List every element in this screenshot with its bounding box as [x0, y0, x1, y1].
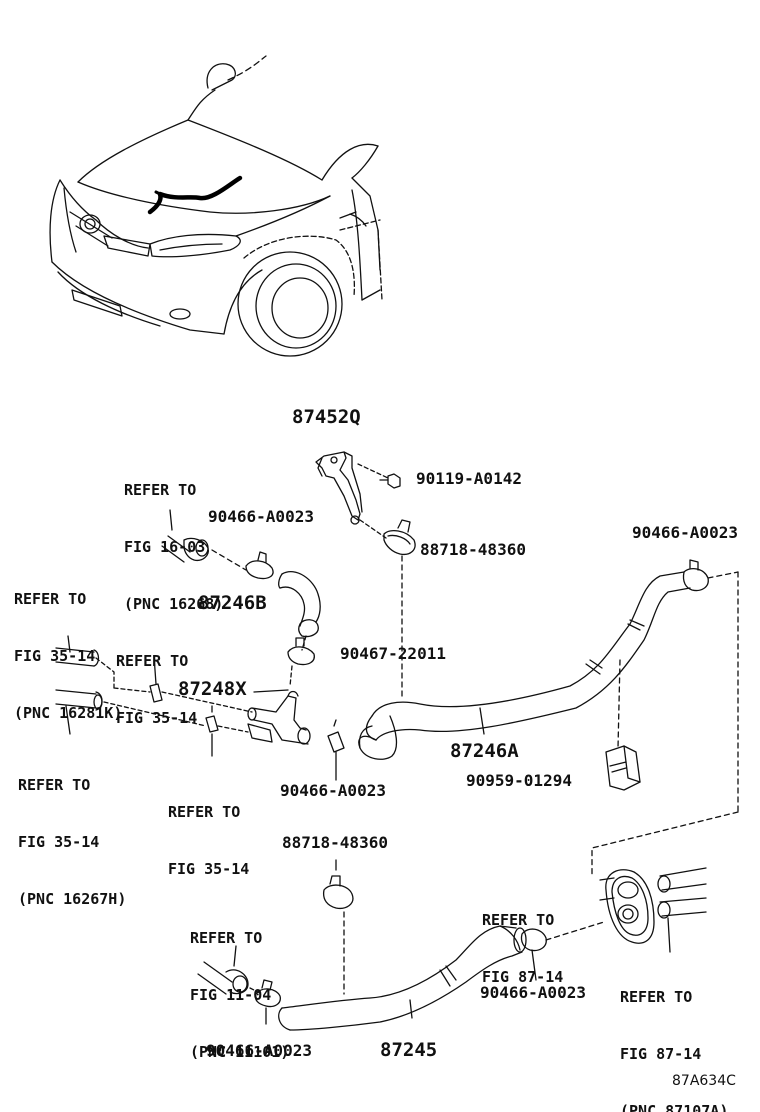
- ref-line: FIG 87-14: [482, 968, 564, 986]
- clamp-90466-a-shape: [245, 551, 274, 580]
- clamp-88718-bottom-shape: [322, 859, 354, 995]
- clamp-90466-mid-shape: [327, 719, 345, 781]
- part-label-90466-a0023-top-left: 90466-A0023: [208, 507, 314, 526]
- part-label-90466-a0023-top-right: 90466-A0023: [632, 523, 738, 542]
- part-label-90119-a0142: 90119-A0142: [416, 469, 522, 488]
- ref-line: FIG 16-03: [124, 538, 206, 556]
- ref-line: REFER TO: [482, 911, 555, 929]
- ref-line: FIG 35-14: [14, 647, 96, 665]
- part-label-87248x: 87248X: [178, 678, 247, 700]
- part-label-90466-a0023-mid: 90466-A0023: [280, 781, 386, 800]
- hose-87245-shape: [278, 925, 527, 1031]
- ref-line: (PNC 16281K): [14, 704, 123, 722]
- clamp-90466-top-right-shape: [591, 559, 739, 877]
- part-label-90466-a0023-bottom-left: 90466-A0023: [206, 1041, 312, 1060]
- part-label-90959-01294: 90959-01294: [466, 771, 572, 790]
- part-label-87246a: 87246A: [450, 740, 519, 762]
- ref-line: REFER TO: [14, 590, 87, 608]
- ref-line: REFER TO: [18, 776, 91, 794]
- ref-line: REFER TO: [116, 652, 189, 670]
- clamp-90467-shape: [287, 637, 315, 687]
- clip-35-14-d-shape: [205, 705, 249, 757]
- ref-line: FIG 87-14: [620, 1045, 702, 1063]
- reference-fig-35-14-pnc-16281k: REFER TO FIG 35-14 (PNC 16281K): [14, 552, 122, 742]
- hose-87245-assembly: [197, 859, 707, 1031]
- clamp-90466-bottom-left-shape: [254, 979, 281, 1025]
- part-label-87245: 87245: [380, 1039, 438, 1061]
- part-label-87452q: 87452Q: [292, 406, 361, 428]
- reference-fig-35-14-b: REFER TO FIG 35-14: [116, 614, 197, 747]
- reference-fig-11-04: REFER TO FIG 11-04 (PNC 11101): [190, 891, 289, 1081]
- ref-line: REFER TO: [124, 481, 197, 499]
- heater-grommet-shape: [599, 869, 655, 944]
- part-label-90467-22011: 90467-22011: [340, 644, 446, 663]
- ref-line: FIG 11-04: [190, 986, 272, 1004]
- ref-line: (PNC 16268): [124, 595, 224, 613]
- part-label-88718-48360-bottom: 88718-48360: [282, 833, 388, 852]
- part-label-90466-a0023-bottom-right: 90466-A0023: [480, 983, 586, 1002]
- reference-fig-87-14-a: REFER TO FIG 87-14: [482, 873, 563, 1006]
- car-illustration: [49, 55, 383, 357]
- reference-fig-35-14-d: REFER TO FIG 35-14: [168, 765, 249, 898]
- part-label-87246b: 87246B: [198, 592, 267, 614]
- clamp-88718-top-shape: [359, 519, 416, 556]
- hose-87246b-shape: [278, 571, 321, 651]
- bracket-87452q-shape: [315, 451, 363, 525]
- ref-line: FIG 35-14: [18, 833, 100, 851]
- ref-line: FIG 35-14: [168, 860, 250, 878]
- reference-fig-16-03: REFER TO FIG 16-03 (PNC 16268): [124, 443, 223, 633]
- bolt-90119-shape: [357, 463, 401, 489]
- clamp-90959-shape: [605, 745, 641, 791]
- reference-fig-87-14-pnc-87107a: REFER TO FIG 87-14 (PNC 87107A): [620, 950, 728, 1112]
- pipe-16267h-shape: [55, 689, 207, 735]
- ref-line: REFER TO: [168, 803, 241, 821]
- joint-87248x-shape: [247, 689, 311, 745]
- heater-hose-assembly: [55, 451, 739, 877]
- ref-line: FIG 35-14: [116, 709, 198, 727]
- clip-35-14-b-shape: [113, 655, 253, 713]
- ref-line: REFER TO: [190, 929, 263, 947]
- ref-line: REFER TO: [620, 988, 693, 1006]
- diagram-code: 87A634C: [672, 1073, 736, 1089]
- pipe-87107a-shape: [657, 867, 707, 953]
- pipe-16268-shape: [161, 509, 247, 571]
- reference-fig-35-14-pnc-16267h: REFER TO FIG 35-14 (PNC 16267H): [18, 738, 126, 928]
- hose-87246a-shape: [358, 571, 691, 760]
- pipe-16281k-shape: [55, 635, 115, 689]
- ref-line: (PNC 11101): [190, 1043, 290, 1061]
- ref-line: (PNC 87107A): [620, 1102, 729, 1112]
- clamp-90466-bottom-right-shape: [520, 921, 605, 981]
- ref-line: (PNC 16267H): [18, 890, 127, 908]
- pipe-11101-shape: [197, 945, 263, 995]
- part-label-88718-48360-top: 88718-48360: [420, 540, 526, 559]
